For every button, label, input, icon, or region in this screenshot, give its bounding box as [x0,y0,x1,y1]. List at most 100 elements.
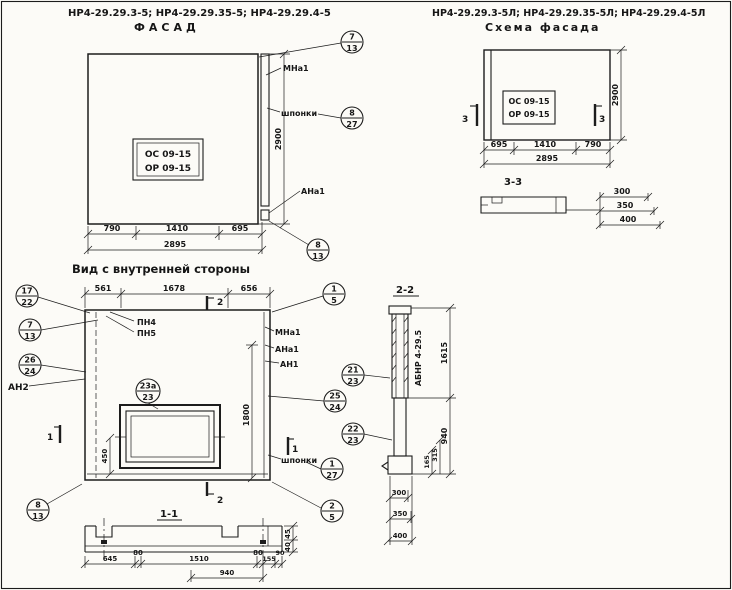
callout-numerator: 2 [329,502,335,511]
dim-1615: 1615 [440,341,449,364]
callout-numerator: 26 [24,356,36,365]
inner-dim-w1: 561 [95,284,112,293]
keyway-notch [381,461,389,471]
inner-vertical-dimension-lines [105,340,258,483]
facade-subtitle: ФАСАД [134,21,200,34]
section-2-2-dimensions: 1615 940 165 315 300 350 400 [383,303,456,546]
inner-top-dimensions: 561 1678 656 [80,284,275,308]
dim-165: 165 [423,455,431,469]
callout-denominator: 24 [24,367,36,376]
inner-dim-w3: 656 [241,284,258,293]
dim-400: 400 [393,532,408,540]
scheme-title: НР4-29.29.3-5Л; НР4-29.29.35-5Л; НР4-29.… [432,8,705,19]
inner-top-dimension-lines [80,287,275,308]
section-2-2-dimension-lines [383,303,456,546]
inner-leader-lines [28,295,393,509]
inner-dim-w2: 1678 [163,284,186,293]
callout-numerator: 21 [347,366,359,375]
callout-denominator: 13 [312,252,323,261]
inner-callout-21-23: 21 23 [341,363,365,387]
section-2-2: 2-2 АБНР 4-29.5 [381,285,456,546]
dim-350: 350 [393,510,408,518]
section-mark-2-bottom: 2 [217,496,223,506]
anchor-bolt-left [101,540,107,544]
section-mark-2-top: 2 [217,298,223,308]
section-2-2-label: 2-2 [396,285,414,296]
panel-mark-line1: ОС 09-15 [508,97,549,106]
callout-denominator: 13 [346,44,357,53]
section-1-1: 1-1 [80,509,298,583]
callout-numerator: 1 [331,285,337,294]
inner-panel-outline [84,309,271,481]
scheme-plan-label: 3-3 [504,177,522,188]
inner-callout-1-27: 1 27 [320,457,344,481]
dim-645: 645 [103,555,118,563]
inner-callout-7-13: 7 13 [18,318,42,342]
facade-view: НР4-29.29.3-5; НР4-29.29.35-5; НР4-29.29… [68,8,364,262]
dim-155: 155 [262,555,276,563]
dim-940: 940 [220,569,235,577]
scheme-plan-dim-2: 350 [617,201,634,210]
section-1-1-profile [84,518,283,558]
scheme-dim-w2: 1410 [534,140,557,149]
callout-denominator: 23 [142,393,153,402]
inner-title: Вид с внутренней стороны [72,262,250,276]
section-1-cut-marks: 1 1 [47,425,298,455]
inner-vertical-dimensions: 1800 450 [101,340,258,483]
scheme-section-3-marks: 3 3 [462,104,605,126]
inner-callout-23a-23: 23а 23 [135,378,161,404]
scheme-plan-dimension-lines [566,192,665,230]
scheme-dimensions: 695 1410 790 2895 2900 [479,45,627,169]
callout-denominator: 27 [326,471,337,480]
callout-denominator: 13 [32,512,43,521]
facade-leader-lines [258,42,342,246]
scheme-panel-outline [483,49,611,141]
section-1-1-label: 1-1 [160,509,178,520]
section-mark-1-left: 1 [47,433,53,443]
dim-315: 315 [431,448,439,462]
callout-denominator: 5 [331,296,337,305]
section-2-cut-marks: 2 2 [205,296,223,506]
panel-mark-line2: ОР 09-15 [145,164,191,174]
callout-numerator: 7 [349,33,355,42]
dim-940-vertical: 940 [440,427,449,444]
callout-numerator: 7 [27,321,33,330]
callout-numerator: 8 [315,241,321,250]
section-mark-3-left: 3 [462,115,468,125]
section-1-1-dimension-lines [80,521,298,583]
inner-dim-height: 1800 [242,403,251,426]
facade-callout-top: 7 13 [340,30,364,54]
facade-callout-key: 8 27 [340,106,364,130]
callout-numerator: 23а [140,382,157,391]
dim-90: 90 [275,549,285,557]
callout-numerator: 8 [35,501,41,510]
scheme-plan-dimensions: 300 350 400 [566,187,665,230]
callout-denominator: 22 [21,298,32,307]
callout-numerator: 22 [347,425,358,434]
callout-denominator: 23 [347,436,358,445]
scheme-plan-dim-3: 400 [620,215,637,224]
inner-callout-26-24: 26 24 [18,353,42,377]
inner-label-shponki: шпонки [281,456,317,465]
scheme-dimension-lines [479,45,627,169]
section-2-2-profile [381,305,413,475]
callout-denominator: 27 [346,120,357,129]
inner-window-opening [115,404,225,469]
inner-callout-1-5: 1 5 [322,282,346,306]
facade-panel-outline [87,53,270,225]
inner-callout-22-23: 22 23 [341,422,365,446]
inner-callout-2-5: 2 5 [320,499,344,523]
panel-mark-line2: ОР 09-15 [508,110,549,119]
callout-denominator: 24 [329,403,341,412]
callout-denominator: 5 [329,513,335,522]
callout-numerator: 1 [329,460,335,469]
scheme-dim-height: 2900 [611,83,620,106]
scheme-dim-w3: 790 [585,140,602,149]
facade-dim-total: 2895 [164,240,187,249]
panel-mark-line1: ОС 09-15 [145,150,191,160]
inner-label-mna1: МНа1 [275,328,301,337]
dim-1510: 1510 [189,555,209,563]
dim-80-right: 80 [253,549,263,557]
